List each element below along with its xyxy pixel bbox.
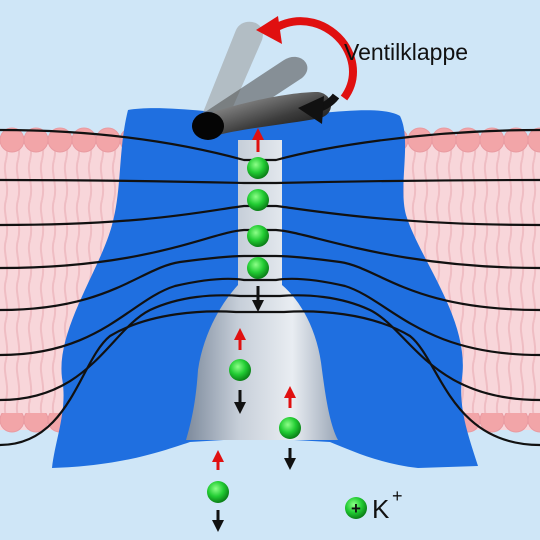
potassium-ion [279,417,301,439]
potassium-ion [229,359,251,381]
cavity-ion-right [279,386,301,470]
cavity-ion-left [229,328,251,414]
ion-arrow-down-head [212,520,224,532]
valve-hinge [192,112,224,140]
ion-arrow-down-head [234,402,246,414]
legend: + K + [345,486,403,524]
rotation-arrow [256,16,357,124]
ion-arrow-up-head [212,450,224,462]
potassium-ion [247,189,269,211]
potassium-ion [247,225,269,247]
rotation-arrow-head-black [298,96,324,124]
potassium-ion [207,481,229,503]
rotation-arrow-head-red [256,16,282,44]
legend-ion-symbol [345,497,367,519]
rotation-arrow-red [269,17,357,101]
potassium-ion [247,157,269,179]
filter-ions [247,128,269,312]
valve-flap-closed [196,92,332,136]
legend-ion-sign: + [351,499,361,518]
potassium-ion [247,257,269,279]
valve-flap [192,21,332,140]
exiting-ion [207,450,229,532]
ion-arrow-up-head [252,128,264,140]
valve-ghost-open [200,21,263,132]
ion-arrow-down-head [252,300,264,312]
legend-ion-label: K [372,494,390,524]
legend-ion-charge: + [392,486,403,506]
ion-arrow-down-head [284,458,296,470]
ion-arrow-up-head [234,328,246,340]
valve-label: Ventilklappe [344,39,468,65]
field-lines [0,128,540,447]
channel-pore [186,140,338,440]
ion-arrow-up-head [284,386,296,398]
